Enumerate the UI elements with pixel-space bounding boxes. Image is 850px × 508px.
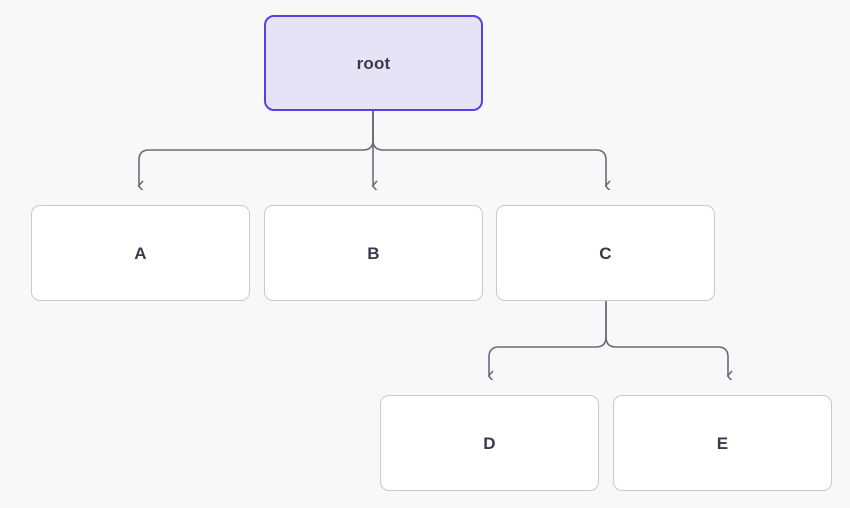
- node-d[interactable]: D: [380, 395, 599, 491]
- node-e[interactable]: E: [613, 395, 832, 491]
- node-label-b: B: [367, 243, 380, 263]
- node-b[interactable]: B: [264, 205, 483, 301]
- node-label-c: C: [599, 243, 612, 263]
- edge-c-to-d: [489, 300, 607, 376]
- node-label-e: E: [716, 433, 729, 453]
- node-c[interactable]: C: [496, 205, 715, 301]
- node-label-a: A: [134, 243, 147, 263]
- edge-c-to-e: [605, 300, 728, 376]
- edge-root-to-a: [139, 110, 374, 186]
- node-label-root: root: [356, 53, 391, 73]
- node-root[interactable]: root: [264, 15, 483, 111]
- node-label-d: D: [483, 433, 496, 453]
- edge-root-to-c: [372, 110, 606, 186]
- node-a[interactable]: A: [31, 205, 250, 301]
